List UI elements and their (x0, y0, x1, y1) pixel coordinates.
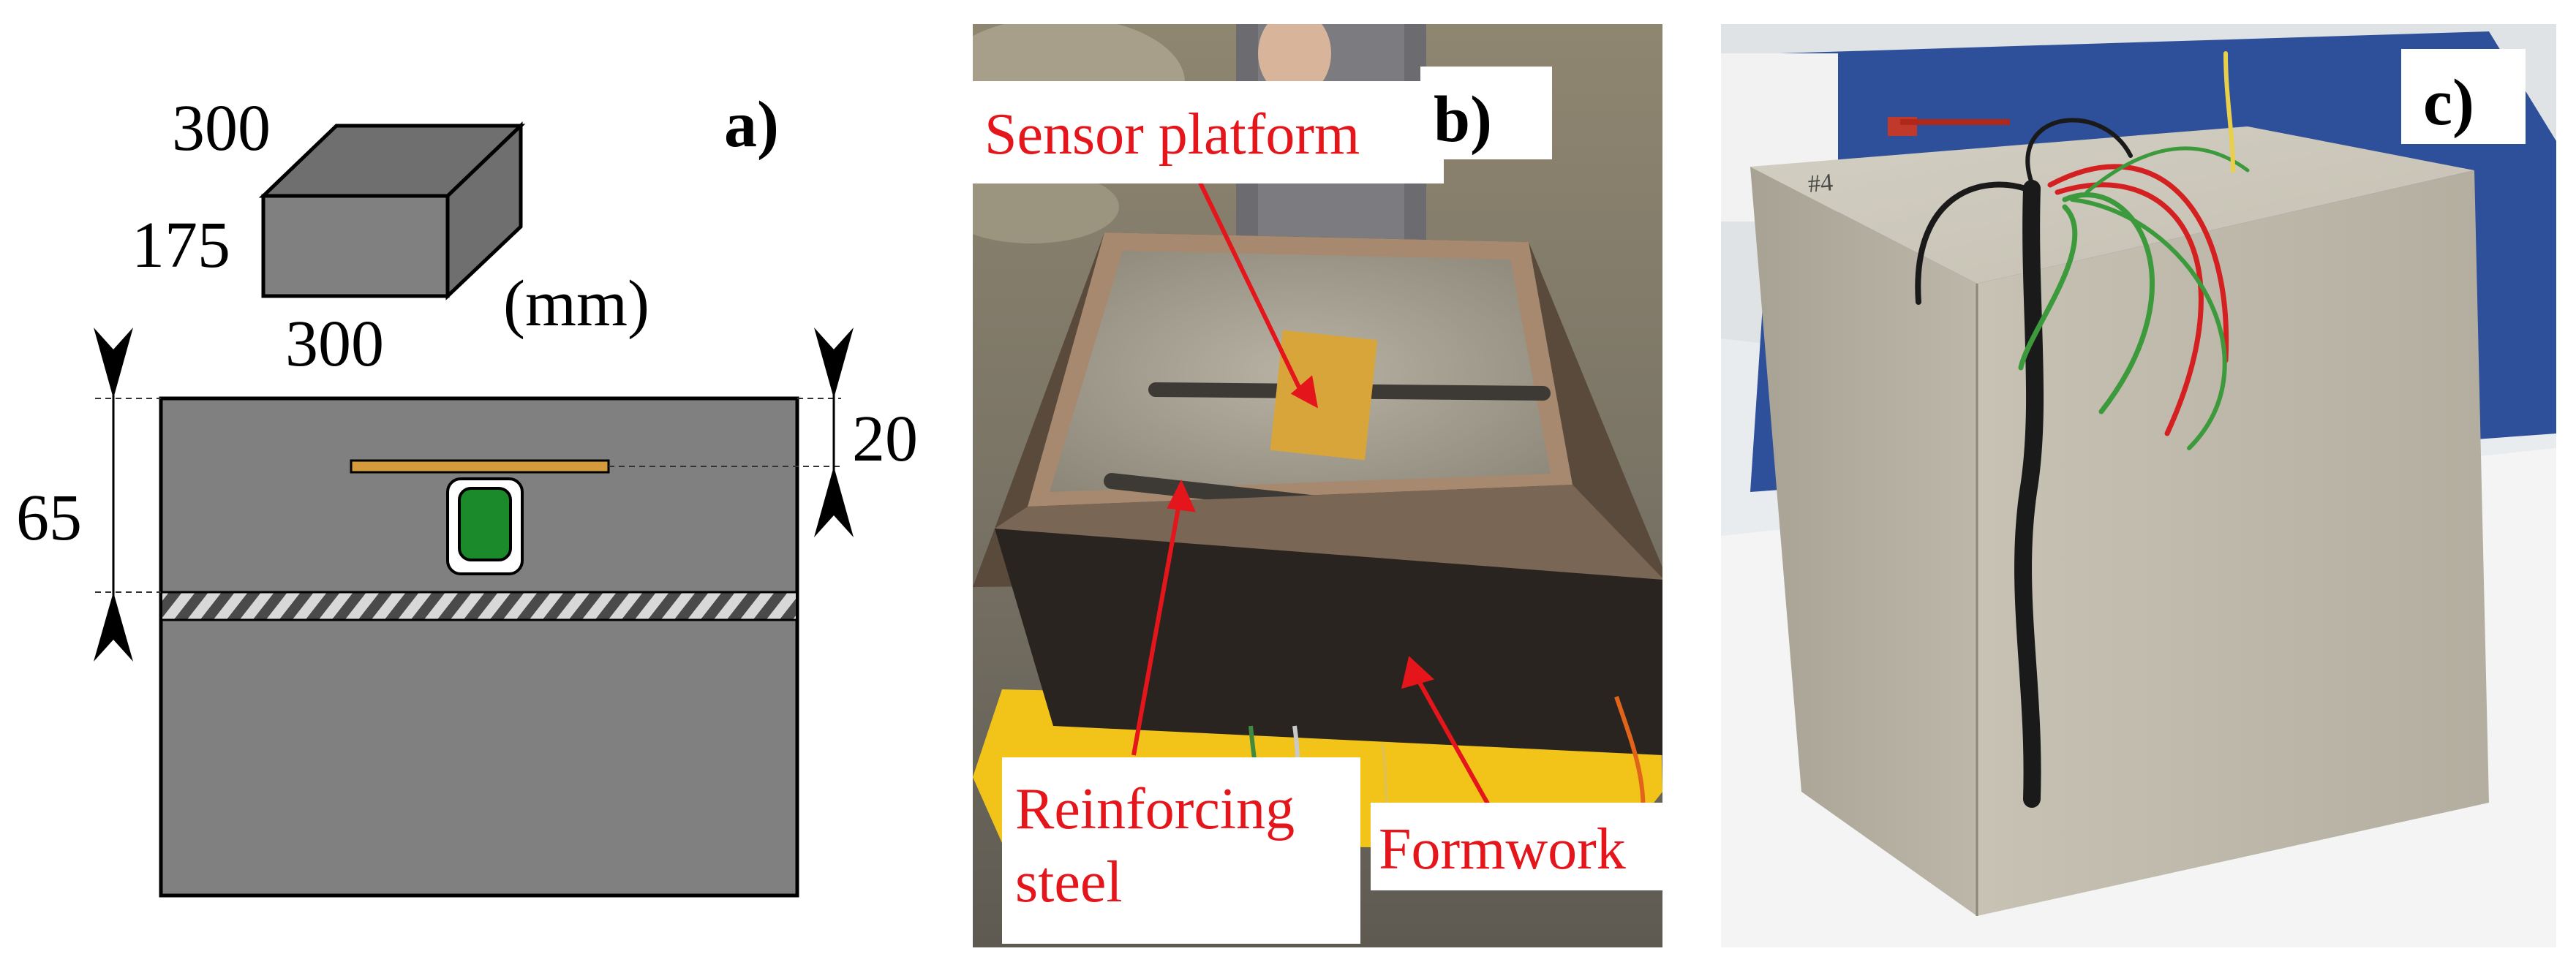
panel-c-tag: c) (2423, 67, 2474, 139)
label-box-formwork (1371, 803, 1662, 890)
block-side-face (1750, 167, 1977, 916)
sensor-green (458, 487, 512, 561)
sensor-platform-bar (350, 459, 610, 474)
panel-a-tag: a) (724, 88, 779, 161)
unit-label: (mm) (503, 268, 649, 340)
dim-arrow-right (814, 328, 854, 537)
panel-b-photo: Sensor platform b) Reinforcing steel For… (973, 24, 1662, 947)
tag-box-c (2401, 49, 2526, 144)
box-dim-bottom: 300 (285, 308, 384, 380)
panel-a-schematic: 300 175 300 (mm) a) 65 (0, 0, 951, 973)
panel-b-tag: b) (1434, 83, 1492, 156)
callout-reinforcing-line2: steel (1015, 850, 1123, 915)
dim-20: 20 (852, 403, 918, 475)
sensor-platform-photo (1270, 330, 1378, 461)
block-front-face (1977, 170, 2489, 916)
dim-65: 65 (16, 482, 82, 554)
callout-arrows (1131, 180, 1491, 806)
schematic-drawing: 300 175 300 (mm) a) 65 (16, 88, 918, 898)
box-dim-left: 175 (132, 209, 230, 281)
cross-section (159, 396, 799, 898)
callout-sensor-platform: Sensor platform (984, 102, 1360, 167)
panel-c-photo: #4 c) (1721, 24, 2556, 947)
box-dim-top: 300 (172, 92, 271, 164)
reinforcement-band (162, 592, 796, 620)
formwork-photo: Sensor platform b) Reinforcing steel For… (973, 24, 1662, 947)
label-box-reinforcing (1002, 757, 1360, 944)
sensor-wires (1915, 51, 2250, 808)
callout-reinforcing-line1: Reinforcing (1015, 777, 1295, 841)
tag-box-b (1420, 67, 1552, 159)
block-top-face (1750, 126, 2474, 284)
surface-mark: #4 (1807, 169, 1834, 198)
label-box-sensor (973, 81, 1444, 183)
callout-formwork: Formwork (1379, 817, 1626, 882)
specimen-photo: #4 c) (1721, 24, 2556, 947)
dim-arrow-left (94, 328, 133, 662)
specimen-box-3d (258, 121, 526, 300)
